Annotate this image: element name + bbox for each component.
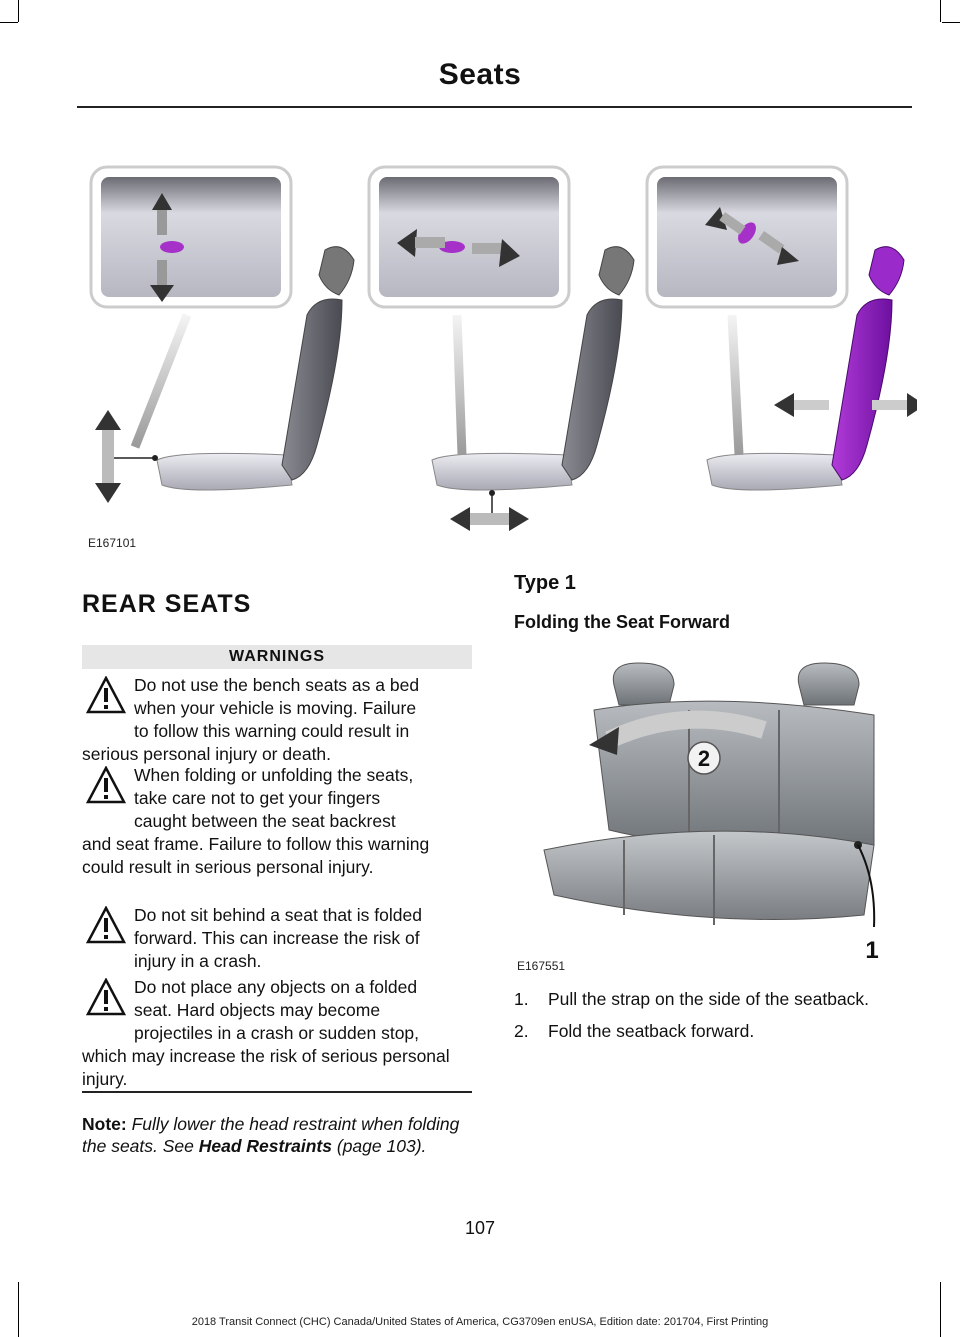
figure-code: E167101: [88, 536, 137, 550]
crop-mark: [18, 0, 19, 22]
crop-mark: [940, 0, 941, 22]
seat-panel-fore-aft: [367, 165, 635, 531]
steps-list: 1.Pull the strap on the side of the seat…: [514, 988, 914, 1052]
warning-triangle-icon: [86, 978, 126, 1016]
note-page-ref[interactable]: (page 103).: [336, 1136, 427, 1156]
head-restraints-link[interactable]: Head Restraints: [198, 1136, 332, 1156]
note-text: Fully lower the head restraint when fold…: [82, 1114, 460, 1156]
warnings-heading: WARNINGS: [82, 645, 472, 669]
figure-code: E167551: [517, 959, 566, 973]
section-heading: REAR SEATS: [82, 590, 252, 618]
list-item: 2.Fold the seatback forward.: [514, 1021, 755, 1041]
warning-triangle-icon: [86, 906, 126, 944]
warnings-divider: [82, 1091, 472, 1093]
crop-mark: [940, 1282, 941, 1337]
header-divider: [77, 106, 912, 108]
callout-2: 2: [698, 746, 710, 771]
seat-adjustment-illustration: [89, 165, 917, 531]
type1-heading: Type 1: [514, 572, 576, 594]
folding-subheading: Folding the Seat Forward: [514, 612, 731, 632]
crop-mark: [0, 22, 18, 23]
warning-2: When folding or unfolding the seats,take…: [82, 765, 430, 877]
callout-1: 1: [865, 937, 878, 964]
seat-panel-height: [89, 165, 355, 503]
page-number: 107: [464, 1218, 496, 1238]
list-item: 1.Pull the strap on the side of the seat…: [514, 989, 870, 1009]
crop-mark: [18, 1282, 19, 1337]
crop-mark: [942, 22, 960, 23]
page-header-title: Seats: [438, 58, 522, 91]
footer-text: 2018 Transit Connect (CHC) Canada/United…: [191, 1316, 769, 1328]
rear-bench-seat-illustration: 2 1: [543, 662, 879, 964]
note: Note: Fully lower the head restraint whe…: [82, 1113, 474, 1157]
warning-triangle-icon: [86, 766, 126, 804]
note-label: Note:: [82, 1114, 127, 1134]
warning-triangle-icon: [86, 676, 126, 714]
seat-panel-recline: [645, 165, 917, 491]
